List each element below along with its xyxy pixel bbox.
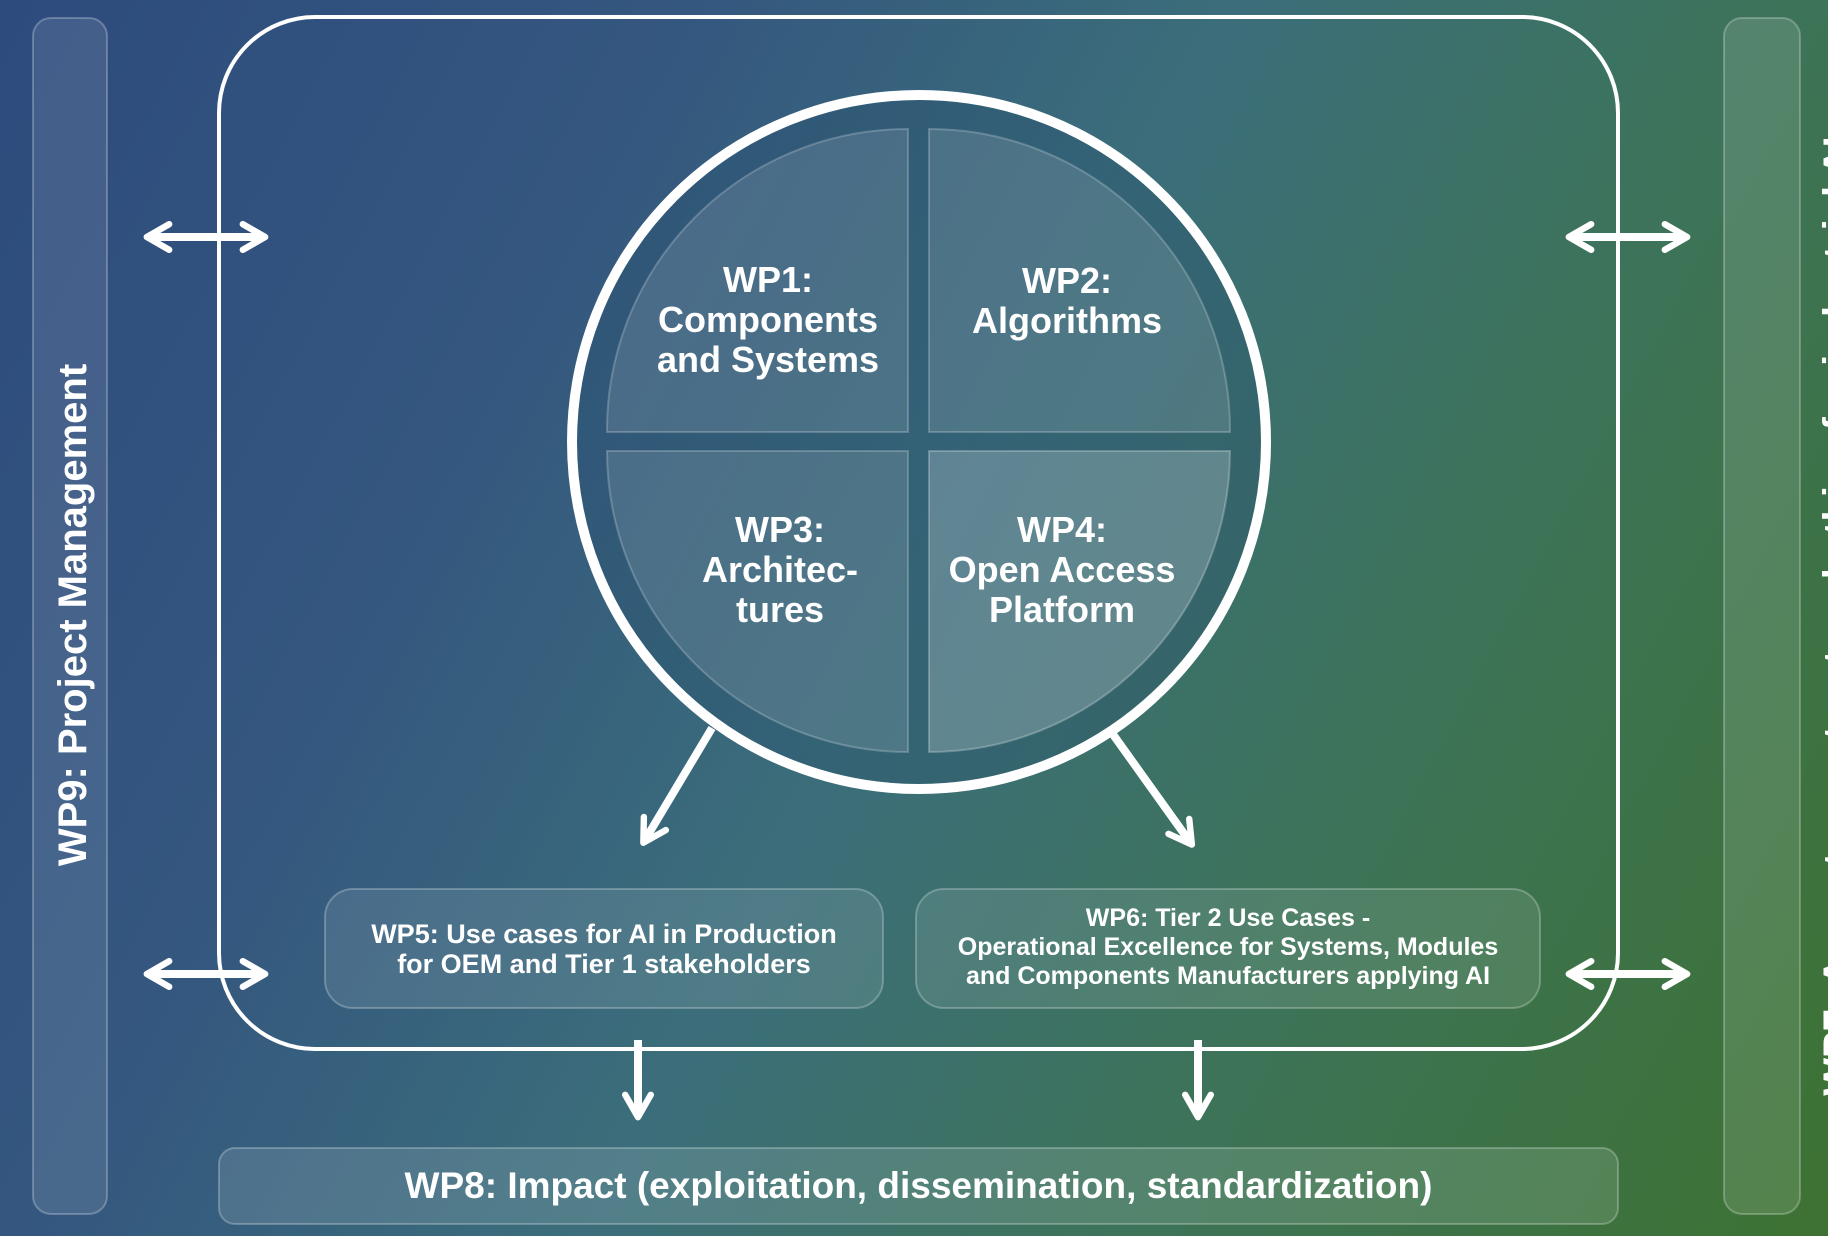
- wp6-label: WP6: Tier 2 Use Cases - Operational Exce…: [957, 903, 1499, 990]
- wp5-box: [324, 888, 884, 1009]
- wp3-label: WP3: Architec- tures: [701, 509, 859, 630]
- wp9-sidebar-panel: [32, 17, 108, 1215]
- wp7-label: WP7: Acceptance, trust and ethics for in…: [1816, 136, 1828, 1096]
- arrow-circle-to-wp6: [1108, 730, 1196, 848]
- outer-frame: [217, 15, 1620, 1051]
- wp1-quadrant: [605, 127, 909, 433]
- wp2-label: WP2: Algorithms: [971, 260, 1162, 341]
- wp7-sidebar-panel: [1723, 17, 1801, 1215]
- central-circle: [567, 90, 1271, 794]
- wp8-label: WP8: Impact (exploitation, dissemination…: [404, 1165, 1433, 1206]
- wp4-quadrant: [928, 450, 1232, 754]
- wp9-label: WP9: Project Management: [51, 363, 95, 867]
- wp4-label: WP4: Open Access Platform: [948, 509, 1176, 630]
- wp5-label: WP5: Use cases for AI in Production for …: [371, 919, 837, 979]
- wp8-box: [218, 1147, 1619, 1225]
- wp2-quadrant: [928, 127, 1232, 433]
- wp6-box: [915, 888, 1541, 1009]
- wp1-label: WP1: Components and Systems: [656, 259, 880, 380]
- arrow-circle-to-wp5: [640, 725, 716, 846]
- wp3-quadrant: [605, 450, 909, 754]
